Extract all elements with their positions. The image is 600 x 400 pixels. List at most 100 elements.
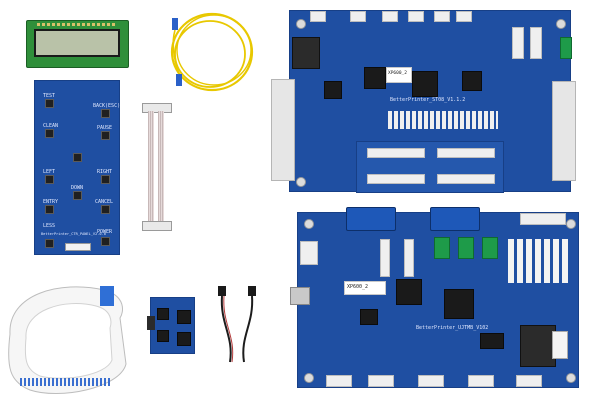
main-board-fpga — [412, 71, 438, 97]
panel-button-left — [45, 175, 54, 184]
main-board-side-panel-left — [271, 79, 295, 181]
main-board-mount-hole-3 — [296, 177, 306, 187]
panel-button-test — [45, 99, 54, 108]
ribbon-cable — [142, 103, 172, 231]
head-board-mount-hole-4 — [566, 373, 576, 383]
adapter-chip-3 — [157, 330, 169, 342]
main-board-right-connector-1 — [530, 27, 542, 59]
panel-button-cancel — [101, 205, 110, 214]
btn-label-left: LEFT — [43, 169, 56, 175]
adapter-chip-4 — [177, 332, 191, 346]
panel-connector — [65, 243, 91, 251]
panel-button-down — [73, 191, 82, 200]
head-board-top-header — [520, 213, 566, 225]
head-board-chip-c — [480, 333, 504, 349]
btn-label-back: BACK(ESC) — [93, 103, 121, 109]
main-board-top-header-2 — [350, 11, 366, 22]
head-board-terminal-3 — [482, 237, 498, 259]
lcd-pin-row — [37, 23, 117, 26]
panel-button-up — [73, 153, 82, 162]
btn-label-test: TEST — [43, 93, 56, 99]
fiber-connector-bottom — [176, 74, 182, 86]
ribbon-connector-top — [142, 103, 172, 113]
head-board-switch-bank — [508, 239, 568, 283]
panel-button-back — [101, 109, 110, 118]
daughter-card-ffc-3 — [367, 174, 425, 184]
main-board-ffc-row — [388, 111, 498, 129]
ffc-trace-band — [20, 378, 110, 386]
head-board-fpga — [444, 289, 474, 319]
btn-label-less: LESS — [43, 223, 56, 229]
head-board-usb-port — [290, 287, 310, 305]
btn-label-pause: PAUSE — [97, 125, 113, 131]
head-board-vga-2 — [430, 207, 480, 231]
main-board-chip-c — [324, 81, 342, 99]
head-board-bottom-header-3 — [418, 375, 444, 387]
control-panel-silkscreen: BetterPrinter_CTR_PANEL_V2.0.0 — [41, 232, 106, 236]
panel-button-clean — [45, 129, 54, 138]
fiber-coil-mid — [176, 14, 252, 86]
head-board-model-text: XP600_2 — [347, 284, 369, 290]
ribbon-connector-bottom — [142, 221, 172, 231]
btn-label-clean: CLEAN — [43, 123, 59, 129]
ffc-cable-roll — [8, 286, 127, 394]
main-board-side-panel-right — [552, 81, 576, 181]
fiber-connector-top — [172, 18, 178, 30]
adapter-board — [147, 297, 195, 354]
main-board-top-header-4 — [408, 11, 424, 22]
signal-cable-plug-top-right — [248, 286, 256, 296]
main-board-chip-a — [364, 67, 386, 89]
fiber-lead — [172, 29, 180, 75]
head-board-bottom-header-4 — [468, 375, 494, 387]
control-panel-board: BetterPrinter_CTR_PANEL_V2.0.0 TEST BACK… — [34, 80, 120, 255]
signal-cable — [218, 286, 256, 363]
head-board-fiber-module — [520, 325, 556, 367]
head-board-chip-b — [360, 309, 378, 325]
main-board-top-header-3 — [382, 11, 398, 22]
adapter-chip-1 — [157, 308, 169, 320]
panel-button-right — [101, 175, 110, 184]
main-board-model-text: XP600_2 — [388, 71, 407, 76]
main-board-daughter-card — [356, 141, 504, 193]
btn-label-down: DOWN — [71, 185, 84, 191]
main-board-mount-hole-1 — [296, 19, 306, 29]
panel-button-entry — [45, 205, 54, 214]
main-board-terminal — [560, 37, 572, 59]
main-board-top-header-1 — [310, 11, 326, 22]
signal-cable-wire-right — [242, 295, 254, 363]
signal-cable-red-wire — [223, 295, 234, 363]
head-board-mount-hole-3 — [304, 373, 314, 383]
fiber-optic-cable — [170, 12, 254, 92]
daughter-card-ffc-2 — [437, 148, 495, 158]
fiber-coil-outer — [170, 12, 254, 92]
head-board: XP600_2 BetterPrinter_UJTMB_V102 — [290, 207, 579, 388]
main-control-board: XP600_2 BetterPrinter_ST08_V1.1.2 — [271, 10, 576, 193]
main-board-fiber-module — [292, 37, 320, 69]
signal-cable-wire-left — [220, 295, 232, 363]
adapter-connector — [147, 316, 155, 330]
lcd-module — [26, 20, 129, 68]
head-board-silkscreen: BetterPrinter_UJTMB_V102 — [416, 325, 489, 331]
main-board-model-label: XP600_2 — [386, 67, 412, 83]
head-board-bottom-header-2 — [368, 375, 394, 387]
main-board-top-header-6 — [456, 11, 472, 22]
head-board-chip-a — [396, 279, 422, 305]
daughter-card-ffc-4 — [437, 174, 495, 184]
head-board-bottom-header-5 — [516, 375, 542, 387]
ffc-roll-inner — [24, 303, 113, 379]
main-board-right-connector-2 — [512, 27, 524, 59]
head-board-mount-hole-1 — [304, 219, 314, 229]
panel-button-less — [45, 239, 54, 248]
ribbon-strand-right — [158, 111, 164, 221]
panel-button-power — [101, 237, 110, 246]
btn-label-entry: ENTRY — [43, 199, 59, 205]
fiber-coil-inner — [174, 20, 246, 88]
head-board-terminal-1 — [434, 237, 450, 259]
ribbon-strand-left — [148, 111, 154, 221]
lcd-screen — [34, 29, 120, 57]
main-board-mount-hole-2 — [556, 19, 566, 29]
main-board-silkscreen: BetterPrinter_ST08_V1.1.2 — [390, 97, 466, 103]
panel-button-pause — [101, 131, 110, 140]
main-board-top-header-5 — [434, 11, 450, 22]
